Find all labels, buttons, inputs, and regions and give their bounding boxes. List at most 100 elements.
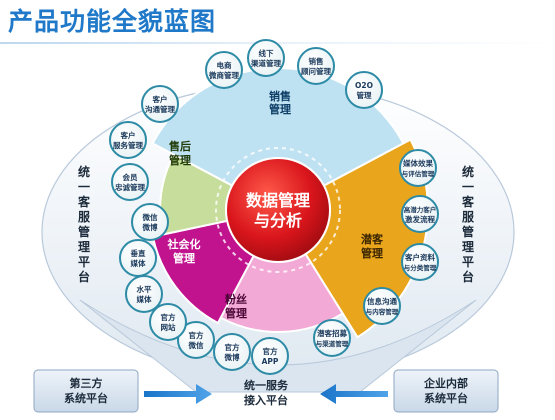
center-label-line2: 与分析 bbox=[254, 211, 302, 230]
svg-text:理: 理 bbox=[78, 240, 90, 254]
svg-text:平: 平 bbox=[462, 255, 474, 269]
svg-text:客户资料: 客户资料 bbox=[404, 252, 435, 262]
svg-text:媒体: 媒体 bbox=[131, 258, 146, 268]
svg-text:官方: 官方 bbox=[189, 330, 204, 340]
svg-text:服: 服 bbox=[78, 209, 91, 224]
svg-text:与渠道管理: 与渠道管理 bbox=[316, 339, 349, 348]
unified-access-l2: 接入平台 bbox=[244, 393, 288, 407]
svg-text:粉丝: 粉丝 bbox=[225, 292, 247, 306]
svg-text:网站: 网站 bbox=[161, 322, 176, 332]
platform-third-party bbox=[33, 369, 139, 413]
svg-text:管理: 管理 bbox=[357, 90, 372, 100]
svg-text:管理: 管理 bbox=[173, 251, 195, 265]
svg-text:高潜力客户: 高潜力客户 bbox=[404, 205, 437, 214]
svg-text:销售: 销售 bbox=[269, 89, 291, 103]
unified-access-l1: 统一服务 bbox=[244, 378, 289, 392]
svg-text:APP: APP bbox=[262, 357, 279, 366]
svg-text:沟通管理: 沟通管理 bbox=[145, 104, 175, 114]
page-title: 产品功能全貌蓝图 bbox=[8, 7, 217, 36]
svg-text:客: 客 bbox=[77, 194, 91, 209]
svg-text:管理: 管理 bbox=[361, 246, 383, 260]
svg-text:线下: 线下 bbox=[259, 48, 274, 58]
center-label-line1: 数据管理 bbox=[246, 191, 310, 210]
svg-text:与评估管理: 与评估管理 bbox=[402, 169, 435, 178]
svg-text:官方: 官方 bbox=[161, 312, 176, 322]
svg-text:台: 台 bbox=[462, 269, 474, 284]
svg-text:社会化: 社会化 bbox=[167, 237, 201, 251]
svg-text:统: 统 bbox=[78, 164, 90, 179]
sector-label-fans: 粉丝 管理 bbox=[225, 292, 247, 320]
svg-text:管: 管 bbox=[462, 224, 474, 239]
svg-text:微信: 微信 bbox=[188, 340, 204, 350]
arrow-left-icon bbox=[320, 384, 388, 404]
svg-text:渠道管理: 渠道管理 bbox=[250, 58, 281, 68]
svg-text:激发流程: 激发流程 bbox=[405, 214, 435, 224]
svg-text:管理: 管理 bbox=[225, 306, 247, 320]
platform-internal-l1: 企业内部 bbox=[423, 376, 468, 390]
platform-internal bbox=[393, 369, 499, 413]
svg-text:一: 一 bbox=[462, 180, 474, 194]
platform-third-party-l2: 系统平台 bbox=[64, 391, 108, 405]
svg-text:媒体效果: 媒体效果 bbox=[403, 158, 433, 168]
svg-text:管: 管 bbox=[78, 224, 90, 239]
svg-text:微博: 微博 bbox=[142, 222, 158, 232]
svg-text:一: 一 bbox=[78, 180, 90, 194]
svg-text:理: 理 bbox=[462, 240, 474, 254]
svg-text:会员: 会员 bbox=[123, 172, 138, 182]
svg-text:官方: 官方 bbox=[225, 342, 240, 352]
svg-text:与分类管理: 与分类管理 bbox=[404, 263, 437, 272]
svg-text:顾问管理: 顾问管理 bbox=[301, 66, 331, 76]
svg-text:售后: 售后 bbox=[168, 139, 191, 153]
svg-text:微信: 微信 bbox=[142, 212, 158, 222]
arrow-right-icon bbox=[144, 384, 212, 404]
bubble-group: 电商微商管理线下渠道管理销售顾问管理O2O管理媒体效果与评估管理高潜力客户激发流… bbox=[109, 39, 439, 375]
center-circle bbox=[225, 157, 331, 263]
svg-text:统: 统 bbox=[462, 164, 474, 179]
svg-text:媒体: 媒体 bbox=[137, 294, 152, 304]
svg-text:垂直: 垂直 bbox=[131, 248, 146, 258]
svg-text:微商管理: 微商管理 bbox=[208, 70, 239, 80]
svg-text:O2O: O2O bbox=[355, 81, 373, 90]
sector-label-social: 社会化 管理 bbox=[167, 237, 201, 265]
svg-text:客: 客 bbox=[461, 194, 475, 209]
svg-text:管理: 管理 bbox=[169, 153, 191, 167]
svg-text:官方: 官方 bbox=[263, 346, 278, 356]
platform-third-party-l1: 第三方 bbox=[70, 376, 103, 390]
svg-text:与内容管理: 与内容管理 bbox=[366, 307, 399, 316]
svg-text:微博: 微博 bbox=[224, 352, 240, 362]
svg-text:潜客: 潜客 bbox=[361, 232, 384, 246]
svg-text:平: 平 bbox=[78, 255, 90, 269]
sector-group bbox=[151, 67, 429, 339]
svg-text:台: 台 bbox=[78, 269, 90, 284]
sector-label-sales: 销售 管理 bbox=[269, 89, 291, 116]
svg-text:服务管理: 服务管理 bbox=[113, 140, 143, 150]
funnel-shape bbox=[79, 299, 477, 393]
platform-internal-l2: 系统平台 bbox=[424, 391, 468, 405]
svg-text:信息沟通: 信息沟通 bbox=[367, 296, 397, 306]
svg-text:潜客招募: 潜客招募 bbox=[317, 328, 347, 338]
svg-text:水平: 水平 bbox=[137, 284, 152, 294]
sector-label-latent: 潜客 管理 bbox=[361, 232, 384, 260]
svg-text:管理: 管理 bbox=[269, 102, 291, 116]
